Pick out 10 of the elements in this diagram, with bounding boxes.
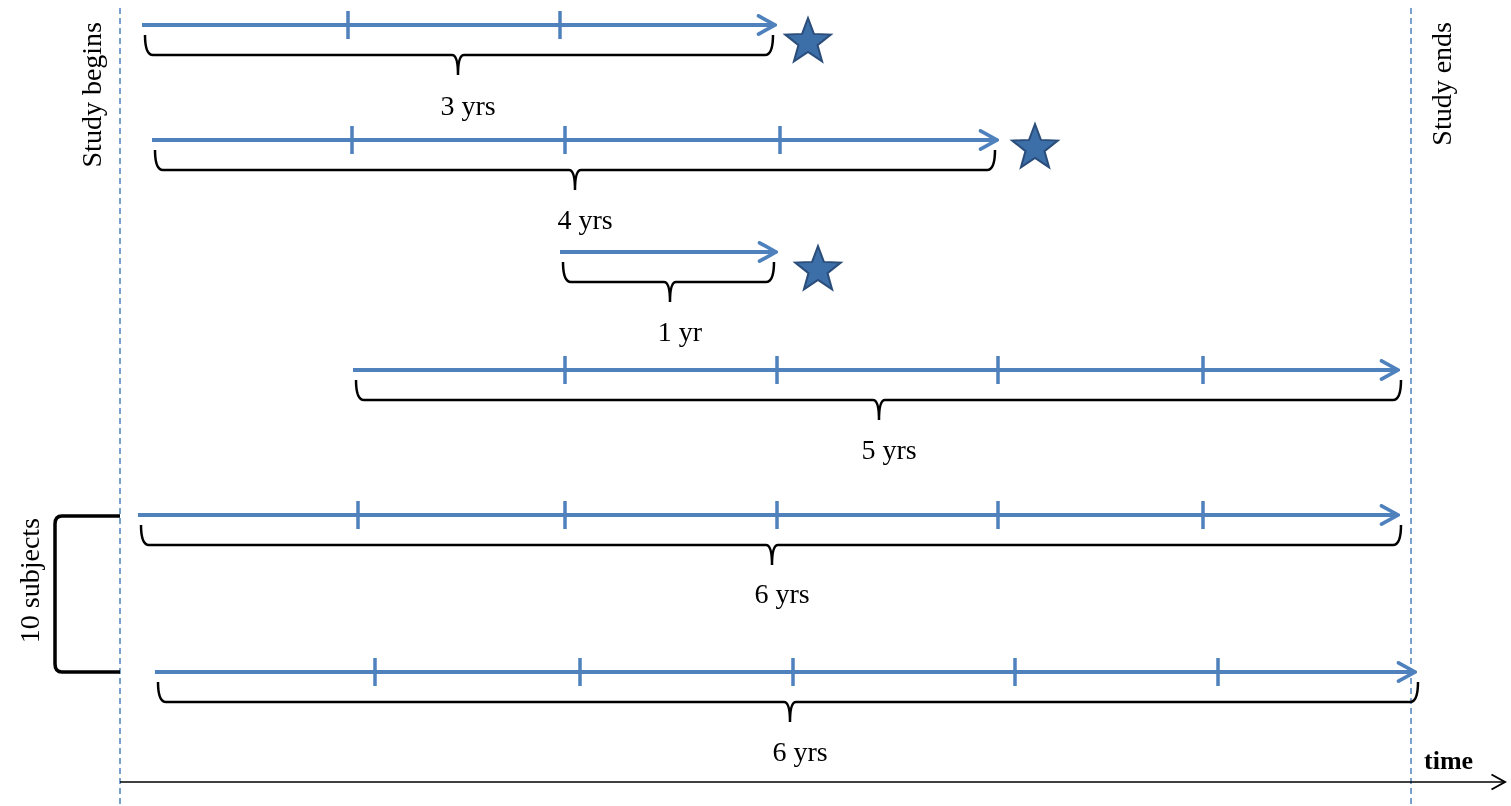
axis-label: time <box>1424 748 1474 774</box>
duration-label: 5 yrs <box>861 436 917 464</box>
boundary-label: Study ends <box>1428 22 1456 146</box>
boundary-label: Study begins <box>78 22 106 168</box>
duration-label: 6 yrs <box>754 580 810 608</box>
duration-label: 1 yr <box>657 318 703 346</box>
duration-label: 3 yrs <box>440 92 496 120</box>
duration-label: 4 yrs <box>557 206 613 234</box>
duration-label: 6 yrs <box>772 738 828 766</box>
group-label: 10 subjects <box>16 518 44 644</box>
